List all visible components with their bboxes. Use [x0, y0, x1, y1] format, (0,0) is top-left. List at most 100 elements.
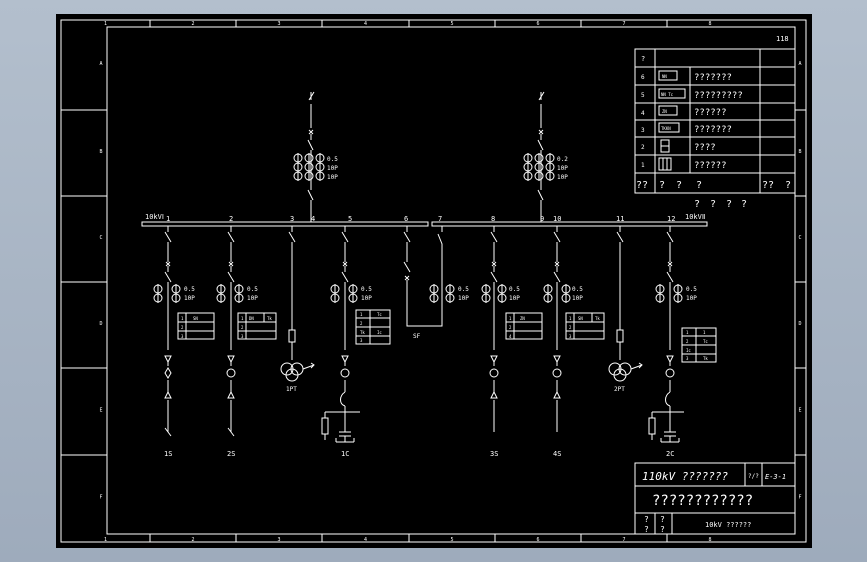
- svg-text:?: ?: [741, 199, 747, 210]
- f3-prot: 10P: [509, 295, 520, 302]
- svg-text:?: ?: [785, 180, 791, 191]
- legend-row-3: ???????: [694, 125, 732, 135]
- svg-text:3: 3: [241, 334, 244, 339]
- svg-text:Tk: Tk: [267, 316, 272, 321]
- svg-text:?: ?: [659, 180, 665, 191]
- busbar-section-1: 10kVⅠ: [141, 213, 429, 227]
- outer-border: [60, 19, 807, 543]
- busbar-section-2: 10kVⅡ: [431, 213, 708, 227]
- feeder-4-name: 4S: [553, 450, 561, 458]
- project-name: 110kV ???????: [642, 470, 728, 483]
- border-col-8-top: 8: [708, 21, 711, 27]
- svg-text:Tc: Tc: [377, 312, 382, 317]
- capacitor-bay-1: 0.5 10P 1C 1 Tc 2 Tk Ic 3: [321, 226, 391, 458]
- legend-row-4: ??????: [694, 108, 727, 118]
- svg-text:5: 5: [641, 92, 645, 99]
- cap1-prot: 10P: [361, 295, 372, 302]
- inner-frame: [106, 26, 796, 535]
- cap1-device-table: 1 Tc 2 Tk Ic 3: [355, 309, 391, 345]
- feeder-1S: 0.5 10P 1S 1 SN 2 3: [153, 226, 215, 458]
- pos-1: 1: [166, 215, 170, 223]
- border-col-3-top: 3: [277, 21, 280, 27]
- svg-text:?: ?: [710, 199, 716, 210]
- pos-3: 3: [290, 215, 294, 223]
- ct-right-prot-1: 10P: [557, 165, 568, 172]
- f3-device-table: 1 ZN 2 4: [505, 312, 543, 340]
- svg-text:?: ?: [676, 180, 682, 191]
- svg-text:2: 2: [241, 325, 244, 330]
- f1-prot: 10P: [184, 295, 195, 302]
- pos-11: 11: [616, 215, 624, 223]
- border-col-1-top: 1: [104, 21, 107, 27]
- tie-name: SF: [413, 333, 421, 340]
- svg-text:4: 4: [641, 110, 645, 117]
- border-row-C-right: C: [798, 235, 801, 241]
- svg-text:ZN: ZN: [520, 316, 525, 321]
- pos-10: 10: [553, 215, 561, 223]
- capacitor-bay-2: 0.5 10P 2C 1 1 2 Tc Ic 3 Tk: [648, 226, 717, 458]
- svg-text:1: 1: [686, 330, 689, 335]
- cap1-acc: 0.5: [361, 286, 372, 293]
- busbar-2-label: 10kVⅡ: [685, 213, 705, 221]
- ct-right-accuracy: 0.2: [557, 156, 568, 163]
- svg-text:6: 6: [641, 74, 645, 81]
- svg-text:?: ?: [660, 525, 665, 534]
- svg-text:SN: SN: [193, 316, 198, 321]
- svg-text:3: 3: [686, 356, 689, 361]
- border-row-A-left: A: [99, 61, 102, 67]
- svg-text:NN: NN: [662, 74, 667, 79]
- border-col-2-bot: 2: [191, 537, 194, 543]
- border-row-B-left: B: [99, 149, 102, 155]
- legend-footnote: ? ? ? ?: [694, 199, 747, 210]
- f2-device-table: 1 DN Tk 2 3: [237, 312, 277, 340]
- pos-8: 8: [491, 215, 495, 223]
- svg-text:4: 4: [509, 334, 512, 339]
- border-col-6-top: 6: [536, 21, 539, 27]
- border-row-D-right: D: [798, 321, 801, 327]
- svg-text:3: 3: [641, 127, 645, 134]
- svg-text:2: 2: [509, 325, 512, 330]
- svg-text:2: 2: [569, 325, 572, 330]
- border-col-2-top: 2: [191, 21, 194, 27]
- f4-prot: 10P: [572, 295, 583, 302]
- pt-1-name: 1PT: [286, 386, 297, 393]
- drawing-code: E-3-1: [765, 473, 786, 481]
- svg-text:Tk: Tk: [595, 316, 600, 321]
- feeder-3-name: 3S: [490, 450, 498, 458]
- cap2-prot: 10P: [686, 295, 697, 302]
- svg-text:?: ?: [694, 199, 700, 210]
- incomer-right: 0.2 10P 10P: [523, 91, 568, 222]
- drawing-subtitle: 10kV ??????: [705, 521, 751, 529]
- border-col-3-bot: 3: [277, 537, 280, 543]
- legend-table: ? 6 NN ??????? 5 NN Tc ????????? 4 ZN ??…: [634, 48, 796, 194]
- cap2-acc: 0.5: [686, 286, 697, 293]
- tie-prot: 10P: [458, 295, 469, 302]
- feeder-2-name: 2S: [227, 450, 235, 458]
- border-row-E-right: E: [798, 408, 801, 414]
- border-col-5-bot: 5: [450, 537, 453, 543]
- ct-group-left: [293, 153, 325, 181]
- svg-text:1: 1: [241, 316, 244, 321]
- bus-tie: 0.5 10P SF: [403, 226, 469, 340]
- border-row-C-left: C: [99, 235, 102, 241]
- legend-row-6: ???????: [694, 73, 732, 83]
- sheet-fraction: ?/?: [748, 473, 759, 480]
- svg-text:1: 1: [360, 312, 363, 317]
- border-row-B-right: B: [798, 149, 801, 155]
- title-block: 110kV ??????? ?/? E-3-1 ???????????? ? ?…: [634, 462, 796, 535]
- border-col-1-bot: 1: [104, 537, 107, 543]
- svg-text:ZN: ZN: [662, 109, 667, 114]
- svg-text:Ic: Ic: [686, 348, 691, 353]
- svg-text:?: ?: [644, 515, 649, 524]
- pos-2: 2: [229, 215, 233, 223]
- ct-left-prot-1: 10P: [327, 165, 338, 172]
- pt-bay-2: 2PT: [608, 226, 643, 393]
- ct-left-accuracy: 0.5: [327, 156, 338, 163]
- border-col-4-top: 4: [364, 21, 367, 27]
- svg-text:?: ?: [644, 525, 649, 534]
- border-row-A-right: A: [798, 61, 801, 67]
- legend-row-2: ????: [694, 143, 716, 153]
- svg-text:?: ?: [660, 515, 665, 524]
